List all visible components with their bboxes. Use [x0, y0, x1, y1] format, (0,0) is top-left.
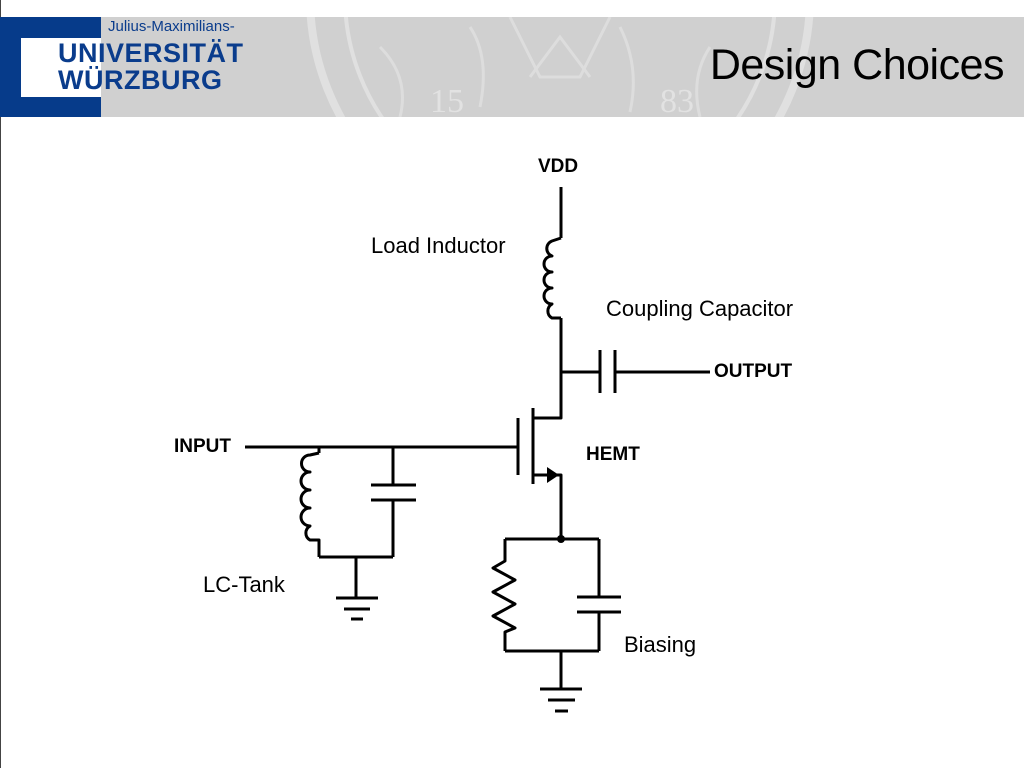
- lc-tank-inductor: [299, 451, 321, 557]
- bias-junction-dot: [557, 535, 565, 543]
- biasing-label: Biasing: [624, 632, 697, 657]
- university-seal-watermark: 15 83: [306, 17, 814, 117]
- output-label: OUTPUT: [714, 361, 793, 382]
- slide-header: 15 83 Julius-Maximilians- UNIVERSITÄT WÜ…: [0, 17, 1024, 117]
- load-inductor: [542, 236, 562, 320]
- logo-white-box: [21, 38, 101, 97]
- slide-title: Design Choices: [709, 41, 1005, 89]
- input-label: INPUT: [174, 436, 231, 457]
- bias-resistor: [491, 539, 517, 651]
- hemt-source-arrow: [547, 467, 559, 483]
- lc-tank-label: LC-Tank: [203, 572, 285, 597]
- source-wire: [533, 473, 563, 540]
- seal-year-left: 15: [430, 83, 464, 117]
- drain-wire: [533, 318, 563, 420]
- coupling-capacitor-label: Coupling Capacitor: [606, 296, 794, 321]
- slide-left-border: [0, 0, 1, 768]
- hemt-label: HEMT: [586, 444, 640, 465]
- seal-year-right: 83: [660, 83, 694, 117]
- logo-text-small: Julius-Maximilians-: [108, 18, 235, 35]
- logo-text-line1: UNIVERSITÄT: [58, 38, 244, 68]
- logo-text-line2: WÜRZBURG: [58, 65, 223, 95]
- load-inductor-label: Load Inductor: [371, 233, 506, 258]
- vdd-label: VDD: [538, 156, 579, 177]
